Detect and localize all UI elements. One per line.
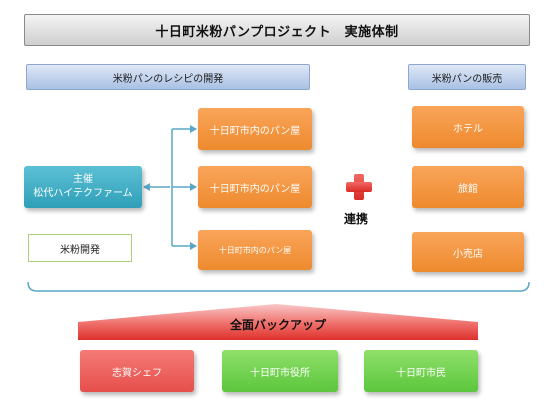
backup-label: 全面バックアップ: [229, 317, 326, 332]
group-bracket: [27, 281, 530, 292]
bakery-box-3: 十日町市内のパン屋: [198, 230, 312, 270]
sales-box-hotel: ホテル: [412, 106, 524, 148]
supporter-city-office: 十日町市役所: [222, 350, 338, 392]
organizer-label: 主催: [73, 174, 93, 185]
backup-shape: [78, 304, 478, 340]
recipe-development-header: 米粉パンのレシピの開発: [26, 64, 310, 90]
organizer-name: 松代ハイテクファーム: [33, 188, 133, 199]
bakery-box-2: 十日町市内のパン屋: [198, 166, 312, 208]
bakery-box-1: 十日町市内のパン屋: [198, 108, 312, 150]
plus-cross-icon: [346, 174, 372, 200]
sales-box-ryokan: 旅館: [412, 166, 524, 208]
partnership-label: 連携: [344, 212, 369, 226]
page-title: 十日町米粉パンプロジェクト 実施体制: [24, 14, 530, 46]
sales-header: 米粉パンの販売: [408, 64, 526, 90]
organizer-box: 主催 松代ハイテクファーム: [24, 166, 142, 208]
rice-flour-development-box: 米粉開発: [28, 234, 132, 262]
sales-box-retail: 小売店: [412, 232, 524, 272]
supporter-citizens: 十日町市民: [364, 350, 478, 392]
supporter-chef: 志賀シェフ: [80, 350, 194, 392]
